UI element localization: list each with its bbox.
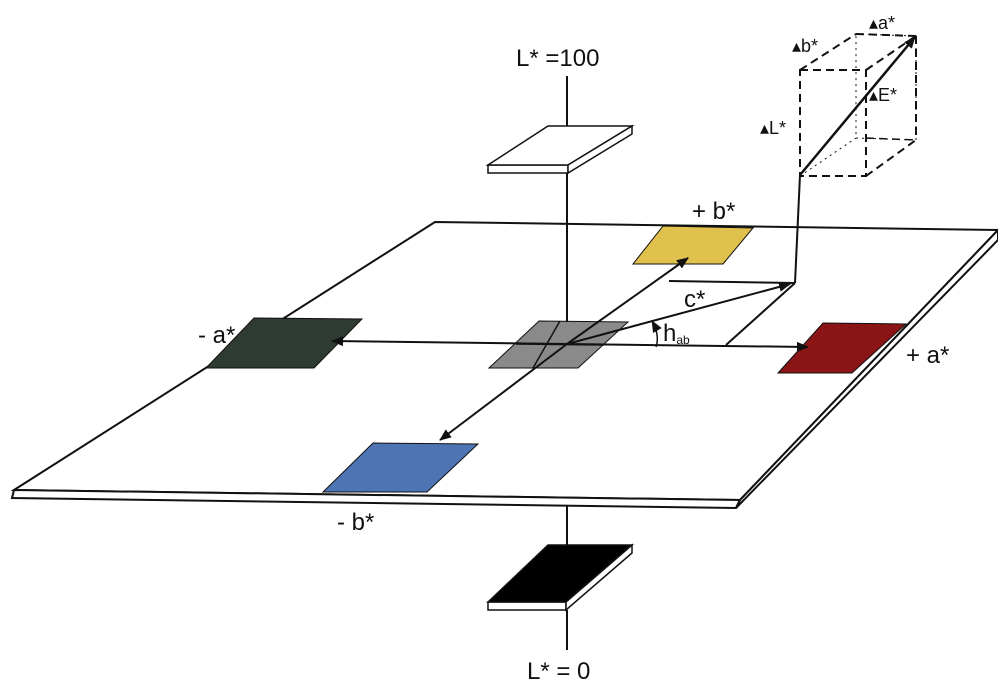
yellow-patch [631, 225, 755, 265]
hue-angle-arc [651, 320, 662, 348]
label-l-bottom: L* = 0 [527, 658, 590, 684]
blue-patch [321, 442, 480, 493]
label-delta-b: ▴b* [792, 36, 818, 56]
label-plus-a: + a* [906, 342, 949, 369]
lightness-lift-line [794, 174, 801, 284]
delta-e-cube [799, 33, 917, 177]
chroma-b-projection [668, 280, 796, 284]
label-delta-l: ▴L* [760, 118, 786, 138]
label-delta-e: ▴E* [869, 85, 897, 105]
red-patch [776, 322, 908, 374]
black-patch-top [486, 544, 635, 603]
label-delta-a: ▴a* [869, 13, 895, 33]
delta-e-vector [799, 36, 916, 176]
label-l-top: L* =100 [516, 45, 599, 72]
chroma-a-projection [725, 282, 796, 346]
label-minus-a: - a* [198, 322, 235, 349]
label-plus-b: + b* [692, 198, 735, 225]
black-patch [486, 543, 635, 612]
label-hue: hab [663, 320, 690, 347]
label-chroma: c* [684, 286, 705, 313]
green-patch [204, 317, 364, 369]
chroma-vector [566, 282, 791, 345]
a-axis-negative [331, 336, 568, 347]
b-axis-negative [439, 343, 568, 441]
white-patch [485, 124, 635, 175]
a-axis-positive [566, 341, 809, 352]
label-minus-b: - b* [337, 509, 374, 536]
b-axis-positive [566, 257, 689, 345]
label-hue-main: h [663, 320, 676, 347]
label-hue-sub: ab [676, 333, 690, 347]
